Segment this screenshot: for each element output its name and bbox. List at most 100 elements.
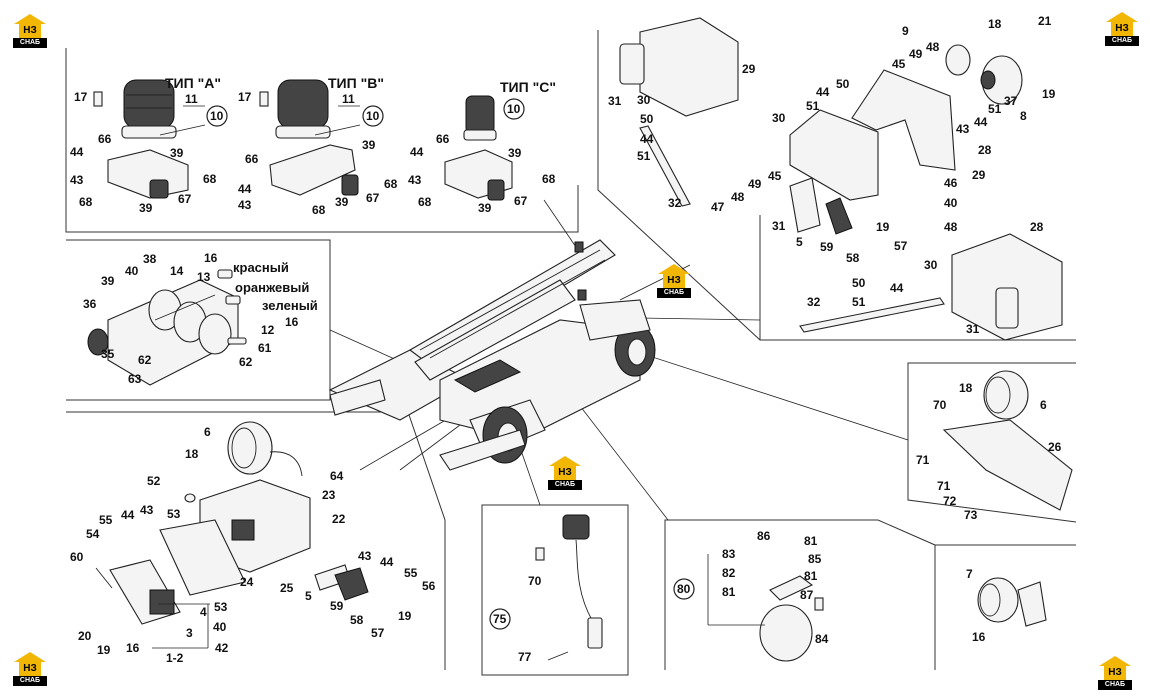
callout-48-a: 48 bbox=[926, 40, 940, 54]
callout-68-b2: 68 bbox=[312, 203, 326, 217]
callout-66-b: 66 bbox=[245, 152, 259, 166]
callout-35: 35 bbox=[101, 347, 115, 361]
callout-44-f: 44 bbox=[640, 132, 654, 146]
callout-64: 64 bbox=[330, 469, 344, 483]
callout-44-c: 44 bbox=[410, 145, 424, 159]
callout-47: 47 bbox=[711, 200, 725, 214]
panel-frames bbox=[65, 30, 1077, 676]
callout-45-a: 45 bbox=[892, 57, 906, 71]
callout-29-a: 29 bbox=[742, 62, 756, 76]
callout-55-b: 55 bbox=[404, 566, 418, 580]
callout-42: 42 bbox=[215, 641, 229, 655]
callout-59-a: 59 bbox=[330, 599, 344, 613]
beacon-type-a bbox=[93, 79, 189, 199]
callout-30-a: 30 bbox=[637, 93, 651, 107]
callout-21: 21 bbox=[1038, 14, 1052, 28]
callout-19-a: 19 bbox=[398, 609, 412, 623]
callout-51-b: 51 bbox=[806, 99, 820, 113]
callout-28-a: 28 bbox=[978, 143, 992, 157]
color-label-green: зеленый bbox=[262, 298, 318, 313]
mirror-assembly bbox=[759, 575, 824, 662]
callout-44-d: 44 bbox=[121, 508, 135, 522]
callout-43-e: 43 bbox=[358, 549, 372, 563]
callout-26: 26 bbox=[1048, 440, 1062, 454]
callout-48-b: 48 bbox=[731, 190, 745, 204]
callout-73: 73 bbox=[964, 508, 978, 522]
callout-31-a: 31 bbox=[608, 94, 622, 108]
beacon-type-c bbox=[444, 95, 513, 201]
callout-68-b1: 68 bbox=[384, 177, 398, 191]
callout-71-a: 71 bbox=[916, 453, 930, 467]
callout-20: 20 bbox=[78, 629, 92, 643]
callout-30-c: 30 bbox=[924, 258, 938, 272]
callout-45-b: 45 bbox=[768, 169, 782, 183]
type-label-b: ТИП "B" bbox=[328, 75, 384, 91]
callout-18-s: 18 bbox=[959, 381, 973, 395]
callout-61: 61 bbox=[258, 341, 272, 355]
callout-38: 38 bbox=[143, 252, 157, 266]
callout-19-r: 19 bbox=[1042, 87, 1056, 101]
callout-10-b: 10 bbox=[366, 109, 380, 123]
callout-53-a: 53 bbox=[167, 507, 181, 521]
callout-43-d: 43 bbox=[140, 503, 154, 517]
callout-18-r: 18 bbox=[988, 17, 1002, 31]
callout-17-b: 17 bbox=[238, 90, 252, 104]
callout-30-b: 30 bbox=[772, 111, 786, 125]
callout-36: 36 bbox=[83, 297, 97, 311]
type-label-c: ТИП "C" bbox=[500, 79, 556, 95]
fender-lamp-assembly bbox=[619, 17, 1063, 341]
callout-53-b: 53 bbox=[214, 600, 228, 614]
callout-67-a: 67 bbox=[178, 192, 192, 206]
callout-5-r: 5 bbox=[796, 235, 803, 249]
brand-logo-top-right: НЗ СНАБ bbox=[1104, 12, 1140, 46]
frame-corner bbox=[934, 544, 1076, 670]
callout-23: 23 bbox=[322, 488, 336, 502]
callout-48-c: 48 bbox=[944, 220, 958, 234]
callout-6-b: 6 bbox=[1040, 398, 1047, 412]
callout-31-c: 31 bbox=[966, 322, 980, 336]
callout-39-b1: 39 bbox=[362, 138, 376, 152]
corner-lamp-assembly bbox=[977, 577, 1047, 627]
callout-29-b: 29 bbox=[972, 168, 986, 182]
callout-39-a1: 39 bbox=[170, 146, 184, 160]
frame-beacons bbox=[65, 48, 579, 233]
callout-59-r: 59 bbox=[820, 240, 834, 254]
callout-44-a: 44 bbox=[70, 145, 84, 159]
callout-50-b: 50 bbox=[836, 77, 850, 91]
callout-55-a: 55 bbox=[99, 513, 113, 527]
callout-43-a: 43 bbox=[70, 173, 84, 187]
callout-43-f: 43 bbox=[956, 122, 970, 136]
callout-40-r: 40 bbox=[944, 196, 958, 210]
callout-51-c: 51 bbox=[988, 102, 1002, 116]
type-labels: ТИП "A" ТИП "B" ТИП "C" bbox=[165, 75, 556, 95]
callout-67-c: 67 bbox=[514, 194, 528, 208]
callout-32-b: 32 bbox=[807, 295, 821, 309]
callout-54: 54 bbox=[86, 527, 100, 541]
callout-7: 7 bbox=[966, 567, 973, 581]
light-bar-assembly bbox=[87, 269, 247, 386]
frame-work-light bbox=[66, 411, 446, 670]
callout-87: 87 bbox=[800, 588, 814, 602]
type-label-a: ТИП "A" bbox=[165, 75, 221, 91]
callout-4: 4 bbox=[200, 605, 207, 619]
callout-67-b: 67 bbox=[366, 191, 380, 205]
callout-10-a: 10 bbox=[210, 109, 224, 123]
callout-52: 52 bbox=[147, 474, 161, 488]
part-number-callouts: 17 11 66 39 68 44 43 67 68 39 17 11 66 3… bbox=[70, 14, 1062, 665]
telehandler-machine bbox=[328, 239, 656, 471]
frame-light-bar bbox=[66, 239, 331, 401]
callout-83: 83 bbox=[722, 547, 736, 561]
callout-28-b: 28 bbox=[1030, 220, 1044, 234]
circled-callouts: 10 10 10 75 80 bbox=[206, 98, 695, 630]
callout-43-b: 43 bbox=[238, 198, 252, 212]
callout-39-c1: 39 bbox=[508, 146, 522, 160]
callout-19-b: 19 bbox=[97, 643, 111, 657]
callout-39-l: 39 bbox=[101, 274, 115, 288]
callout-24: 24 bbox=[240, 575, 254, 589]
callout-49-a: 49 bbox=[909, 47, 923, 61]
callout-40-b: 40 bbox=[213, 620, 227, 634]
callout-82: 82 bbox=[722, 566, 736, 580]
callout-80: 80 bbox=[677, 582, 691, 596]
